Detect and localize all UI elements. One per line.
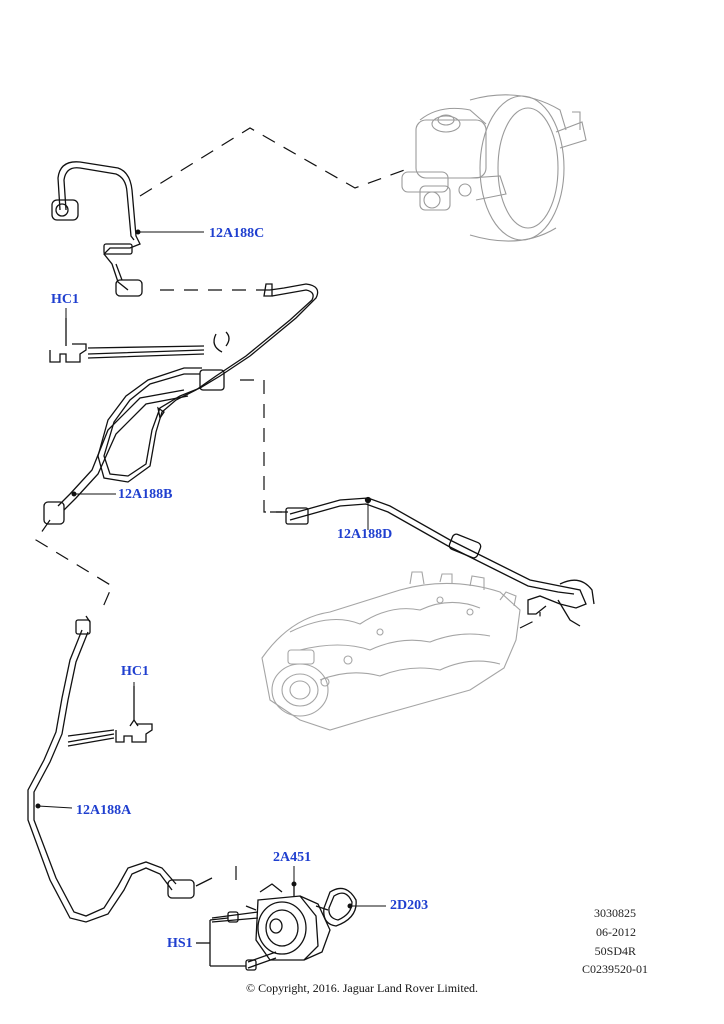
vacuum-pipe-12A188A (27, 615, 213, 923)
vacuum-pipe-12A188C (51, 161, 143, 297)
vacuum-pump-2A451 (211, 882, 331, 971)
hose-clip-hc1-top (49, 318, 205, 363)
diagram-id: 3030825 (594, 906, 636, 920)
callout-12A188C[interactable]: 12A188C (209, 226, 265, 241)
callout-12A188D[interactable]: 12A188D (337, 527, 393, 542)
callout-2D203[interactable]: 2D203 (390, 898, 429, 913)
callout-12A188B[interactable]: 12A188B (118, 487, 173, 502)
gasket-2D203 (315, 887, 357, 927)
callout-2A451[interactable]: 2A451 (273, 850, 312, 865)
callout-hc1-bottom[interactable]: HC1 (121, 664, 149, 679)
copyright-notice: © Copyright, 2016. Jaguar Land Rover Lim… (245, 981, 479, 995)
hose-clip-hc1-bottom (67, 686, 153, 747)
diagram-model-code: 50SD4R (594, 944, 636, 958)
hs1-bracket (196, 917, 246, 967)
brake-booster-assembly (401, 94, 587, 242)
diagram-reference: C0239520-01 (582, 962, 648, 976)
dashed-leaders (35, 127, 541, 882)
callout-12A188A[interactable]: 12A188A (76, 803, 132, 818)
callout-hc1-top[interactable]: HC1 (51, 292, 79, 307)
vacuum-pipe-12A188B (43, 283, 319, 525)
callout-leaders (35, 229, 386, 909)
callout-hs1[interactable]: HS1 (167, 936, 193, 951)
diagram-date: 06-2012 (596, 925, 636, 939)
intake-manifold (261, 571, 521, 731)
vacuum-pipe-12A188D (270, 496, 595, 627)
